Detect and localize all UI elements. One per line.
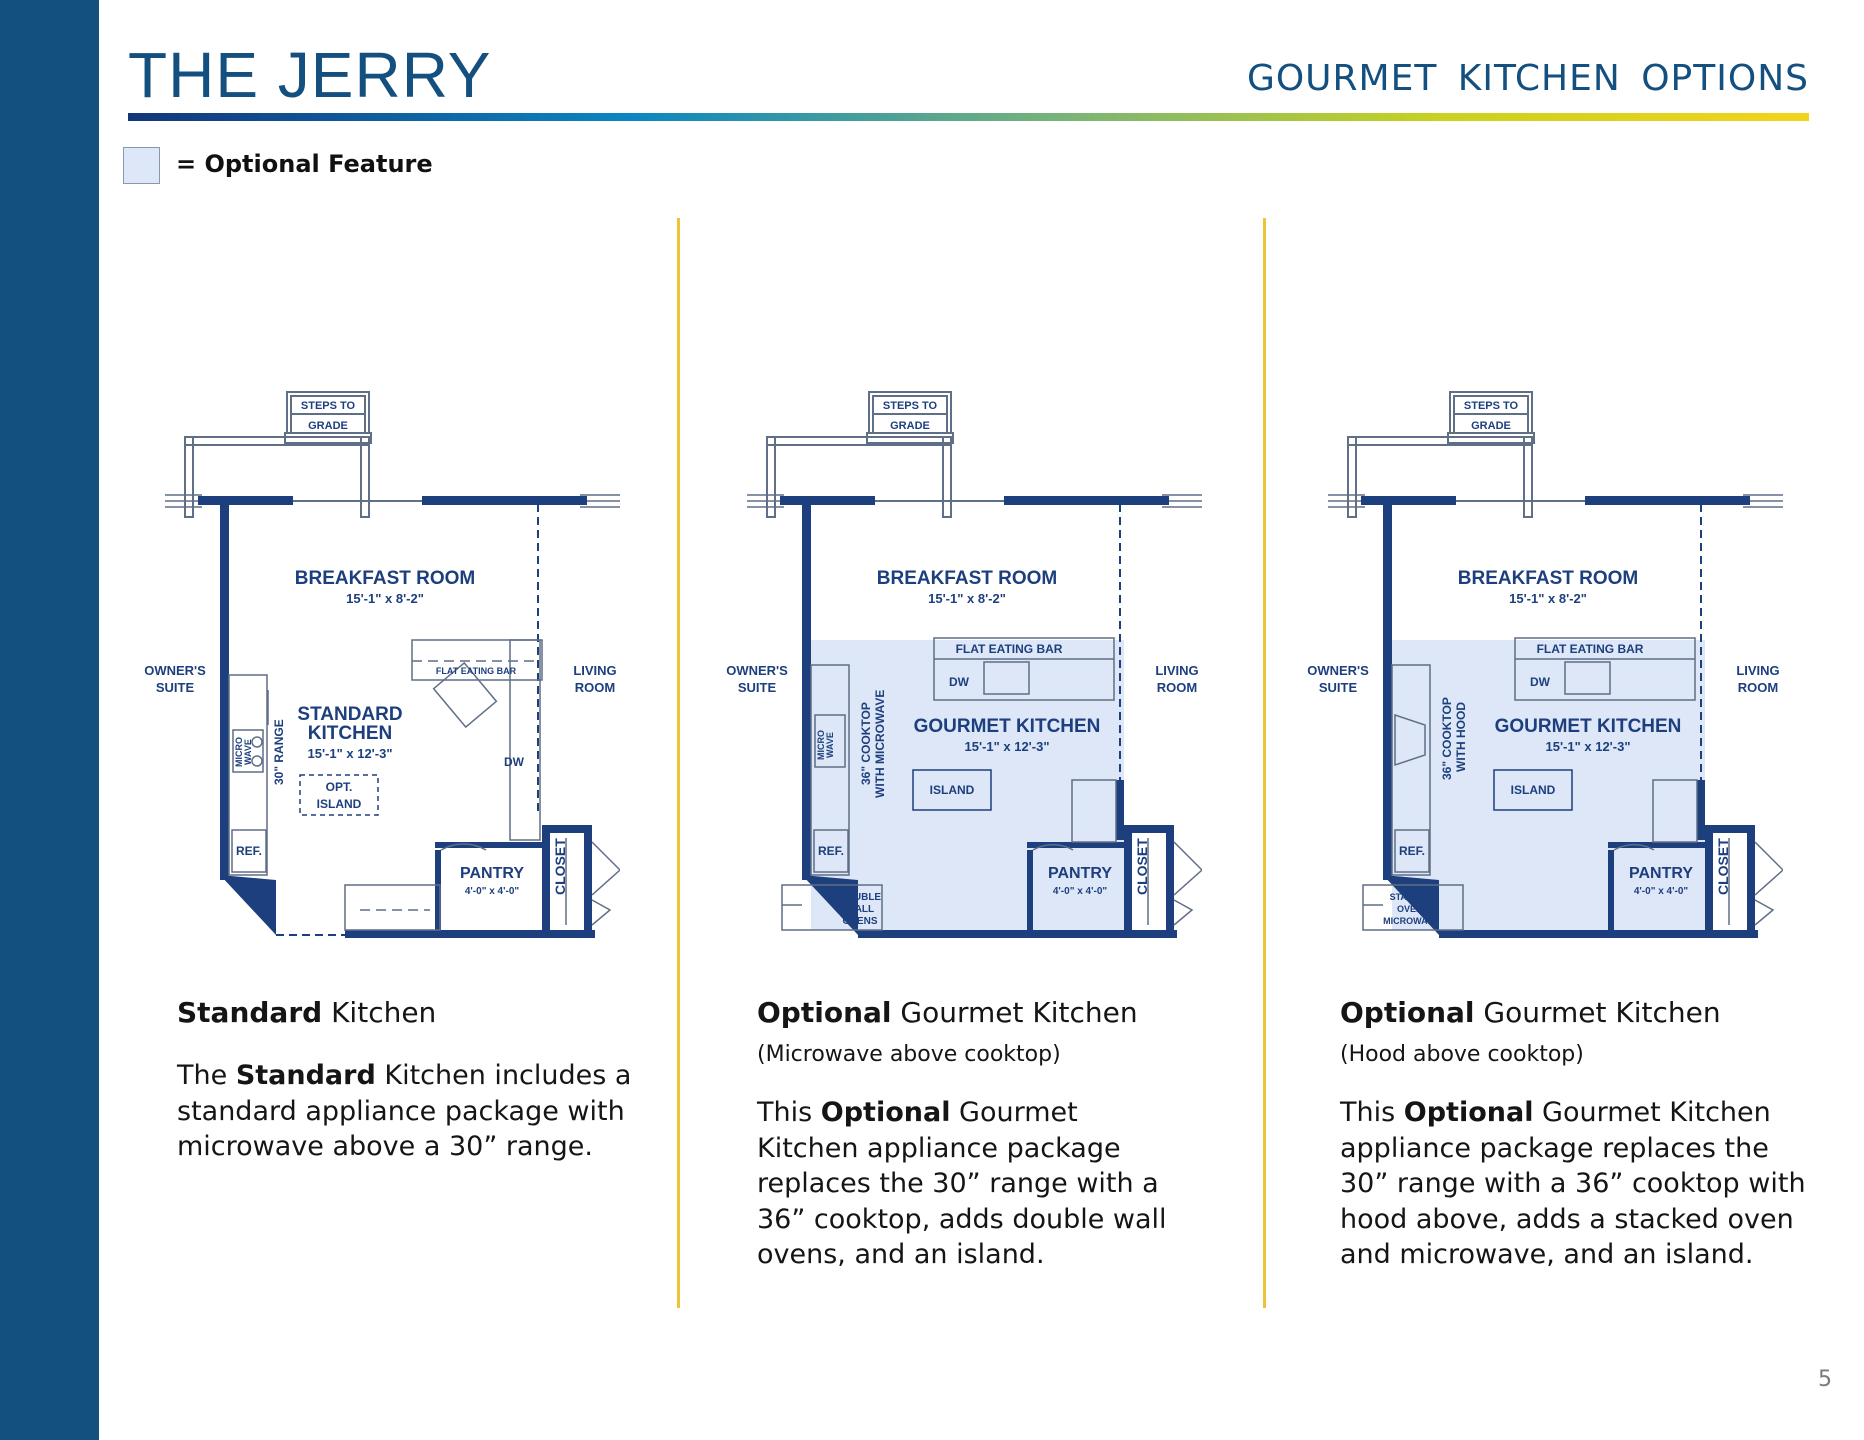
pantry-dims: 4'-0" x 4'-0" [1634, 886, 1689, 897]
cooktop-label: WITH MICROWAVE [873, 690, 887, 798]
room-label: ROOM [1738, 680, 1778, 695]
room-label: LIVING [1155, 663, 1198, 678]
legend-label: = Optional Feature [176, 150, 433, 178]
room-label: OWNER'S [726, 663, 788, 678]
microwave-label: WAVE [243, 739, 253, 765]
side-bar [0, 0, 99, 1440]
ref-label: REF. [236, 844, 262, 858]
column-body: This Optional Gourmet Kitchen appliance … [757, 1096, 1167, 1271]
cooktop-label: WITH HOOD [1454, 702, 1468, 772]
ovens-label: WALL [846, 904, 874, 915]
column-body: The Standard Kitchen includes a standard… [177, 1059, 632, 1163]
page-number: 5 [1818, 1367, 1832, 1392]
room-dims: 15'-1" x 8'-2" [1509, 591, 1587, 606]
range-label: 30" RANGE [272, 719, 286, 785]
pantry-label: PANTRY [460, 865, 524, 882]
floor-plan-gourmet-hood: STEPS TO GRADE CLOSET PANTRY 4'-0" x 4'-… [1303, 380, 1783, 950]
ovens-label: DOUBLE [839, 892, 882, 903]
cooktop-label: 36" COOKTOP [859, 702, 873, 785]
room-label: LIVING [573, 663, 616, 678]
closet-label: CLOSET [552, 838, 568, 895]
ref-label: REF. [1399, 844, 1425, 858]
room-label: BREAKFAST ROOM [877, 568, 1058, 589]
microwave-label: MICRO [234, 737, 244, 767]
gourmet-microwave-description: Optional Gourmet Kitchen (Microwave abov… [757, 995, 1177, 1273]
kitchen-dims: 15'-1" x 12'-3" [307, 746, 392, 761]
closet-label: CLOSET [1715, 838, 1731, 895]
room-label: BREAKFAST ROOM [295, 568, 476, 589]
column-body: This Optional Gourmet Kitchen appliance … [1340, 1096, 1806, 1271]
column-divider [1263, 218, 1266, 1308]
room-label: SUITE [156, 680, 195, 695]
standard-kitchen-description: Standard Kitchen The Standard Kitchen in… [177, 995, 647, 1165]
steps-label: STEPS TO [301, 400, 356, 412]
kitchen-dims: 15'-1" x 12'-3" [964, 739, 1049, 754]
island-label: OPT. [326, 780, 353, 794]
island-label: ISLAND [317, 797, 362, 811]
dw-label: DW [1530, 675, 1551, 689]
dw-label: DW [504, 755, 525, 769]
fixture-label: FLAT EATING BAR [436, 666, 517, 676]
dw-label: DW [949, 675, 970, 689]
kitchen-label: GOURMET KITCHEN [1495, 716, 1682, 737]
gourmet-hood-description: Optional Gourmet Kitchen (Hood above coo… [1340, 995, 1810, 1273]
steps-label: GRADE [890, 420, 930, 432]
steps-label: GRADE [308, 420, 348, 432]
column-heading: Optional Gourmet Kitchen [1340, 996, 1721, 1029]
steps-label: GRADE [1471, 420, 1511, 432]
microwave-label: MICRO [816, 730, 826, 760]
kitchen-label: STANDARD [297, 704, 402, 725]
pantry-dims: 4'-0" x 4'-0" [1053, 886, 1108, 897]
steps-label: STEPS TO [1464, 400, 1519, 412]
column-heading: Standard Kitchen [177, 996, 437, 1029]
fixture-label: FLAT EATING BAR [956, 642, 1063, 656]
floor-plan-gourmet-microwave: STEPS TO GRADE CLOSET PANTRY 4'-0" x 4'-… [722, 380, 1202, 950]
room-label: OWNER'S [1307, 663, 1369, 678]
page-title: THE JERRY [128, 39, 492, 111]
pantry-dims: 4'-0" x 4'-0" [465, 886, 520, 897]
room-label: BREAKFAST ROOM [1458, 568, 1639, 589]
room-label: SUITE [738, 680, 777, 695]
island-label: ISLAND [930, 783, 975, 797]
column-subheading: (Hood above cooktop) [1340, 1041, 1584, 1067]
column-subheading: (Microwave above cooktop) [757, 1041, 1061, 1067]
cooktop-label: 36" COOKTOP [1440, 697, 1454, 780]
ovens-label: OVEN/ [1397, 904, 1426, 914]
ovens-label: STACKED [1390, 892, 1433, 902]
room-label: LIVING [1736, 663, 1779, 678]
microwave-label: WAVE [825, 732, 835, 758]
ref-label: REF. [818, 844, 844, 858]
ovens-label: MICROWAVE [1383, 916, 1439, 926]
room-label: ROOM [575, 680, 615, 695]
steps-label: STEPS TO [883, 400, 938, 412]
room-label: ROOM [1157, 680, 1197, 695]
column-divider [677, 218, 680, 1308]
kitchen-dims: 15'-1" x 12'-3" [1545, 739, 1630, 754]
room-dims: 15'-1" x 8'-2" [928, 591, 1006, 606]
island-label: ISLAND [1511, 783, 1556, 797]
kitchen-label: KITCHEN [308, 723, 392, 744]
page-subtitle: GOURMET KITCHEN OPTIONS [1246, 58, 1809, 99]
column-heading: Optional Gourmet Kitchen [757, 996, 1138, 1029]
optional-feature-swatch [123, 147, 160, 184]
closet-label: CLOSET [1134, 838, 1150, 895]
fixture-label: FLAT EATING BAR [1537, 642, 1644, 656]
title-gradient-rule [128, 113, 1809, 121]
pantry-label: PANTRY [1629, 865, 1693, 882]
floor-plan-standard: STEPS TO GRADE CLOSET PANTRY 4'-0" x 4'-… [140, 380, 620, 950]
pantry-label: PANTRY [1048, 865, 1112, 882]
ovens-label: OVENS [842, 916, 877, 927]
kitchen-label: GOURMET KITCHEN [914, 716, 1101, 737]
room-dims: 15'-1" x 8'-2" [346, 591, 424, 606]
room-label: OWNER'S [144, 663, 206, 678]
room-label: SUITE [1319, 680, 1358, 695]
